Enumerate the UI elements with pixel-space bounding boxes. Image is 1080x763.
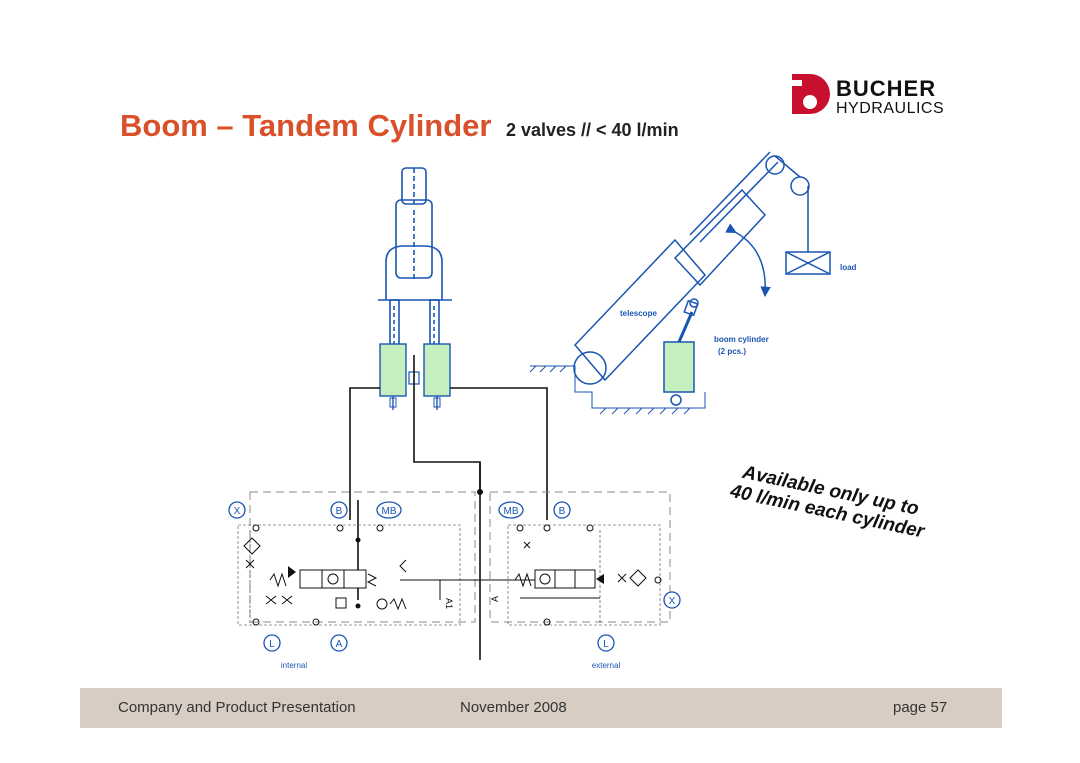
port-x-left: X (234, 506, 241, 517)
footer-presentation: Company and Product Presentation (118, 699, 356, 716)
logo-word-bucher: BUCHER (836, 76, 937, 101)
label-load: load (840, 263, 857, 272)
label-boom-cylinder: boom cylinder (714, 335, 769, 344)
footer-date: November 2008 (460, 699, 567, 716)
title-subtitle: 2 valves // < 40 l/min (505, 120, 679, 140)
port-l-left: L (269, 639, 275, 650)
port-a-left: A (336, 639, 343, 650)
title-main: Boom – Tandem Cylinder (120, 108, 492, 143)
port-l-right: L (603, 639, 609, 650)
cylinder-barrels (379, 343, 451, 410)
tandem-cylinder (378, 167, 452, 347)
logo-word-hydraulics: HYDRAULICS (836, 100, 945, 117)
valve-block-right: MB B X L A external (430, 491, 681, 670)
label-cylinder-count: (2 pcs.) (718, 347, 746, 356)
label-telescope: telescope (620, 309, 657, 318)
port-b-left: B (336, 506, 343, 517)
port-b-right: B (559, 506, 566, 517)
footer-page: page 57 (893, 699, 948, 716)
port-mb-right: MB (504, 506, 519, 517)
footer-bar: Company and Product Presentation Novembe… (80, 688, 1002, 728)
hydraulic-diagram: X B MB L A A1 internal M (228, 151, 857, 670)
valve-block-left: X B MB L A A1 internal (228, 491, 476, 670)
bucher-logo: BUCHER HYDRAULICS (788, 72, 968, 124)
boom-sketch (529, 151, 831, 415)
slide-title: Boom – Tandem Cylinder 2 valves // < 40 … (120, 108, 679, 144)
port-mb-left: MB (382, 506, 397, 517)
label-a1: A1 (444, 598, 454, 609)
boom-labels: telescope boom cylinder (2 pcs.) load (620, 263, 857, 356)
hydraulic-lines (349, 355, 548, 660)
label-a: A (490, 596, 500, 602)
caption-external: external (592, 661, 621, 670)
bucher-mark-icon (792, 74, 830, 114)
port-x-right: X (669, 596, 676, 607)
caption-internal: internal (281, 661, 307, 670)
junction-dot (477, 489, 483, 495)
